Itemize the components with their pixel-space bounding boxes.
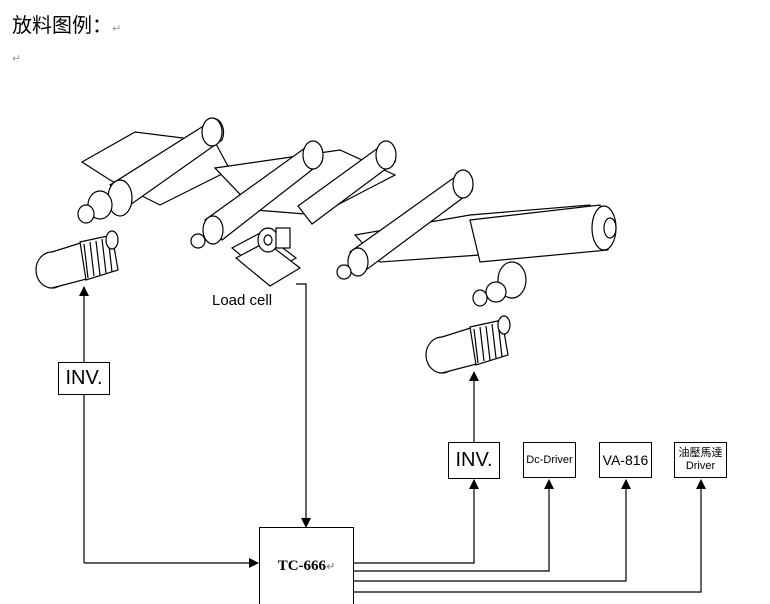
page-heading: 放料图例：↵ — [12, 9, 121, 38]
unwind-roll — [469, 204, 617, 307]
roller-mid-left — [190, 140, 324, 249]
paragraph-mark: ↵ — [12, 53, 22, 65]
heading-return-mark: ↵ — [112, 22, 122, 35]
line-controller-to-va816 — [354, 479, 631, 582]
heading-text: 放料图例： — [12, 13, 112, 37]
line-controller-to-dc-driver — [354, 479, 554, 572]
line-load-cell-to-controller — [296, 283, 311, 528]
dc-driver-box: Dc-Driver — [523, 442, 576, 478]
va816-box: VA-816 — [599, 442, 652, 478]
right-motor — [425, 315, 511, 374]
line-controller-to-inv-right — [354, 479, 479, 564]
roller-mid-right — [297, 140, 397, 225]
roller-front-right — [336, 169, 474, 280]
line-controller-to-hydraulic — [354, 479, 706, 593]
hydraulic-driver-line1: 油壓馬達 — [678, 447, 723, 459]
inverter-left-box: INV. — [58, 362, 110, 395]
controller-box: TC-666↵ — [259, 527, 354, 604]
hydraulic-driver-box: 油壓馬達 Driver — [674, 442, 727, 478]
load-cell-label: Load cell — [212, 292, 273, 309]
left-motor — [35, 230, 119, 289]
roller-top-left — [109, 117, 225, 206]
controller-return-mark: ↵ — [326, 560, 336, 573]
hydraulic-driver-line2: Driver — [685, 460, 716, 472]
load-cell — [230, 227, 302, 287]
controller-label: TC-666 — [277, 557, 327, 574]
inverter-right-box: INV. — [448, 442, 500, 479]
left-roller-hub — [77, 179, 133, 224]
